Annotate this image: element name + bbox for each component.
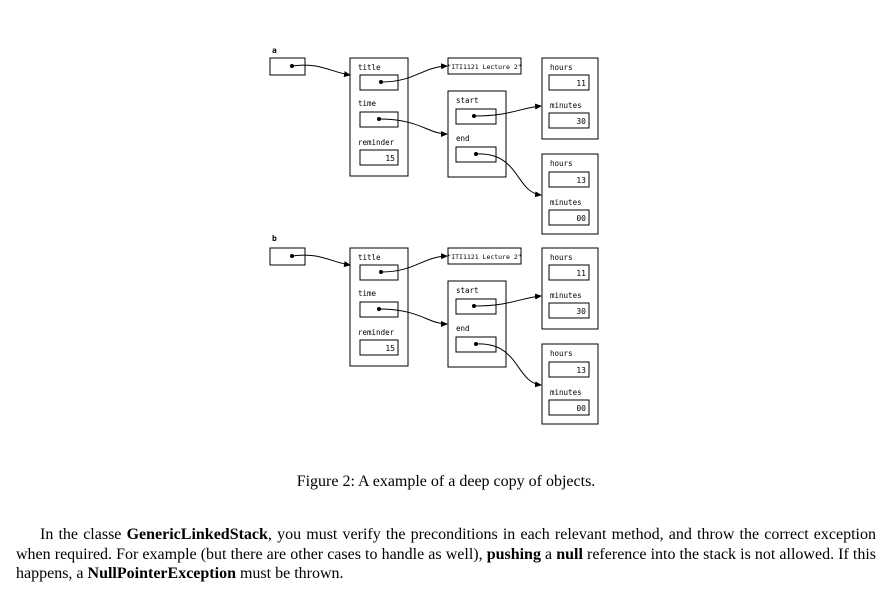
- minutes-field-box: [548, 112, 590, 129]
- event-object-box: [349, 57, 409, 177]
- period-object-box: [447, 280, 507, 368]
- time-field-label: time: [358, 99, 377, 108]
- paragraph-text: reference into the stack is not allowed.…: [16, 545, 877, 583]
- null-emphasis: null: [556, 545, 583, 563]
- title-field-box: [359, 74, 399, 91]
- start-time-object-box: [541, 247, 599, 330]
- title-reference-arrow: [380, 63, 448, 83]
- time-field-box: [359, 111, 399, 128]
- minutes-field-box: [548, 302, 590, 319]
- reminder-field-box: [359, 149, 399, 166]
- minutes-field-box: [548, 399, 590, 416]
- string-value: "ITI1121 Lecture 2": [447, 253, 521, 261]
- title-field-label: title: [358, 253, 381, 262]
- string-object-box: [447, 57, 522, 75]
- end-time-object-box: [541, 343, 599, 425]
- reference-dot: [290, 254, 294, 258]
- time-field-box: [359, 301, 399, 318]
- minutes-field-label: minutes: [550, 101, 582, 110]
- paragraph-text: , you must verify the preconditions in e…: [16, 526, 877, 563]
- hours-value: 13: [576, 366, 586, 375]
- start-field-label: start: [456, 96, 479, 105]
- paragraph-text: a: [540, 545, 557, 563]
- end-field-box: [455, 146, 497, 163]
- end-field-box: [455, 336, 497, 353]
- end-field-label: end: [456, 324, 470, 333]
- figure-caption: Figure 2: A example of a deep copy of ob…: [296, 473, 596, 490]
- time-reference-arrow: [378, 308, 448, 327]
- variable-b-label: b: [272, 234, 277, 243]
- variable-a-box: [269, 57, 306, 76]
- hours-field-label: hours: [550, 159, 573, 168]
- minutes-value: 30: [576, 117, 586, 126]
- reminder-value: 15: [385, 344, 395, 353]
- event-object-box: [349, 247, 409, 367]
- reminder-value: 15: [385, 154, 395, 163]
- variable-b-box: [269, 247, 306, 266]
- minutes-value: 00: [576, 214, 586, 223]
- hours-field-label: hours: [550, 63, 573, 72]
- end-reference-arrow: [475, 343, 542, 388]
- time-field-label: time: [358, 289, 377, 298]
- exception-name-emphasis: NullPointerException: [87, 565, 236, 582]
- paragraph-text: In the classe: [40, 526, 127, 543]
- paragraph-text: must be thrown.: [235, 565, 344, 582]
- minutes-field-label: minutes: [550, 388, 582, 397]
- time-reference-arrow: [378, 118, 448, 137]
- variable-a-label: a: [272, 46, 277, 55]
- hours-value: 11: [576, 269, 586, 278]
- title-reference-arrow: [380, 253, 448, 273]
- object-diagram-b: b title time reminder 15 "ITI1121 Lectur…: [269, 234, 599, 425]
- body-paragraph: In the classe GenericLinkedStack, you mu…: [16, 525, 876, 584]
- reference-arrow: [291, 254, 351, 268]
- hours-field-label: hours: [550, 253, 573, 262]
- hours-field-box: [548, 74, 590, 91]
- reminder-field-label: reminder: [358, 138, 395, 147]
- title-field-box: [359, 264, 399, 281]
- hours-field-label: hours: [550, 349, 573, 358]
- minutes-value: 00: [576, 404, 586, 413]
- pushing-emphasis: pushing: [486, 545, 541, 563]
- end-time-object-box: [541, 153, 599, 235]
- class-name-emphasis: GenericLinkedStack: [126, 526, 268, 543]
- start-field-label: start: [456, 286, 479, 295]
- hours-field-box: [548, 361, 590, 378]
- end-field-label: end: [456, 134, 470, 143]
- hours-field-box: [548, 171, 590, 188]
- period-object-box: [447, 90, 507, 178]
- reminder-field-box: [359, 339, 399, 356]
- minutes-value: 30: [576, 307, 586, 316]
- start-field-box: [455, 108, 497, 125]
- end-reference-arrow: [475, 153, 542, 198]
- string-value: "ITI1121 Lecture 2": [447, 63, 521, 71]
- start-reference-arrow: [473, 103, 542, 117]
- reference-arrow: [291, 64, 351, 78]
- minutes-field-label: minutes: [550, 291, 582, 300]
- minutes-field-box: [548, 209, 590, 226]
- string-object-box: [447, 247, 522, 265]
- hours-field-box: [548, 264, 590, 281]
- hours-value: 13: [576, 176, 586, 185]
- deep-copy-diagram: a title time reminder 15 "ITI1121 Lectur…: [269, 46, 599, 425]
- start-time-object-box: [541, 57, 599, 140]
- reminder-field-label: reminder: [358, 328, 395, 337]
- minutes-field-label: minutes: [550, 198, 582, 207]
- object-diagram-a: a title time reminder 15 "ITI1121 Lectur…: [269, 46, 599, 235]
- title-field-label: title: [358, 63, 381, 72]
- start-field-box: [455, 298, 497, 315]
- start-reference-arrow: [473, 293, 542, 307]
- hours-value: 11: [576, 79, 586, 88]
